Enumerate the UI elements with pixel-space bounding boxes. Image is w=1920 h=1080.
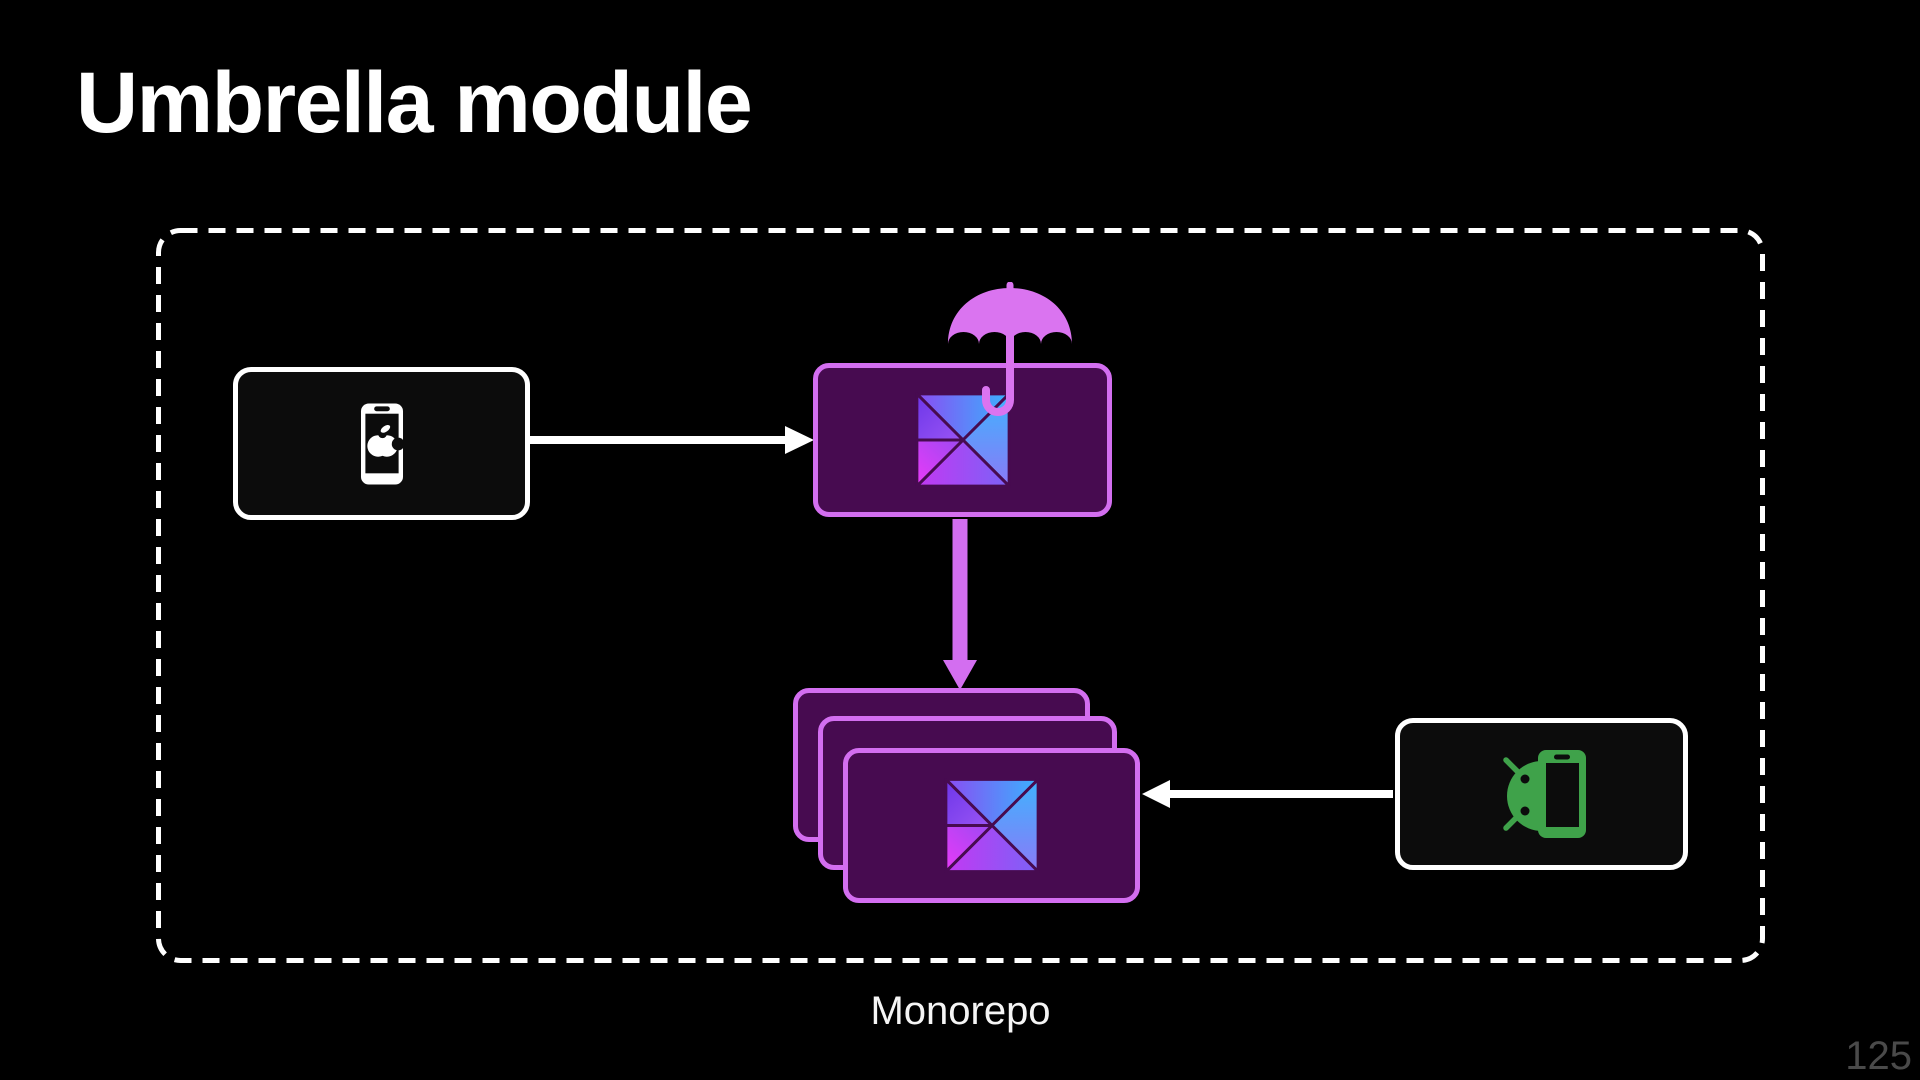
monorepo-label: Monorepo: [870, 989, 1051, 1033]
node-ios-app: [233, 367, 530, 520]
page-title: Umbrella module: [76, 55, 753, 151]
android-phone-icon: [1502, 750, 1586, 838]
node-android-app: [1395, 718, 1688, 870]
arrow-ios-to-umbrella-icon: [530, 426, 814, 454]
node-module-stack-front: [843, 748, 1140, 903]
arrow-umbrella-to-stack-icon: [943, 519, 977, 690]
page-number: 125: [1845, 1034, 1912, 1078]
kotlin-logo-icon: [943, 777, 1040, 874]
umbrella-icon: [948, 282, 1072, 416]
arrow-android-to-stack-icon: [1142, 780, 1393, 808]
apple-iphone-icon: [360, 402, 404, 485]
